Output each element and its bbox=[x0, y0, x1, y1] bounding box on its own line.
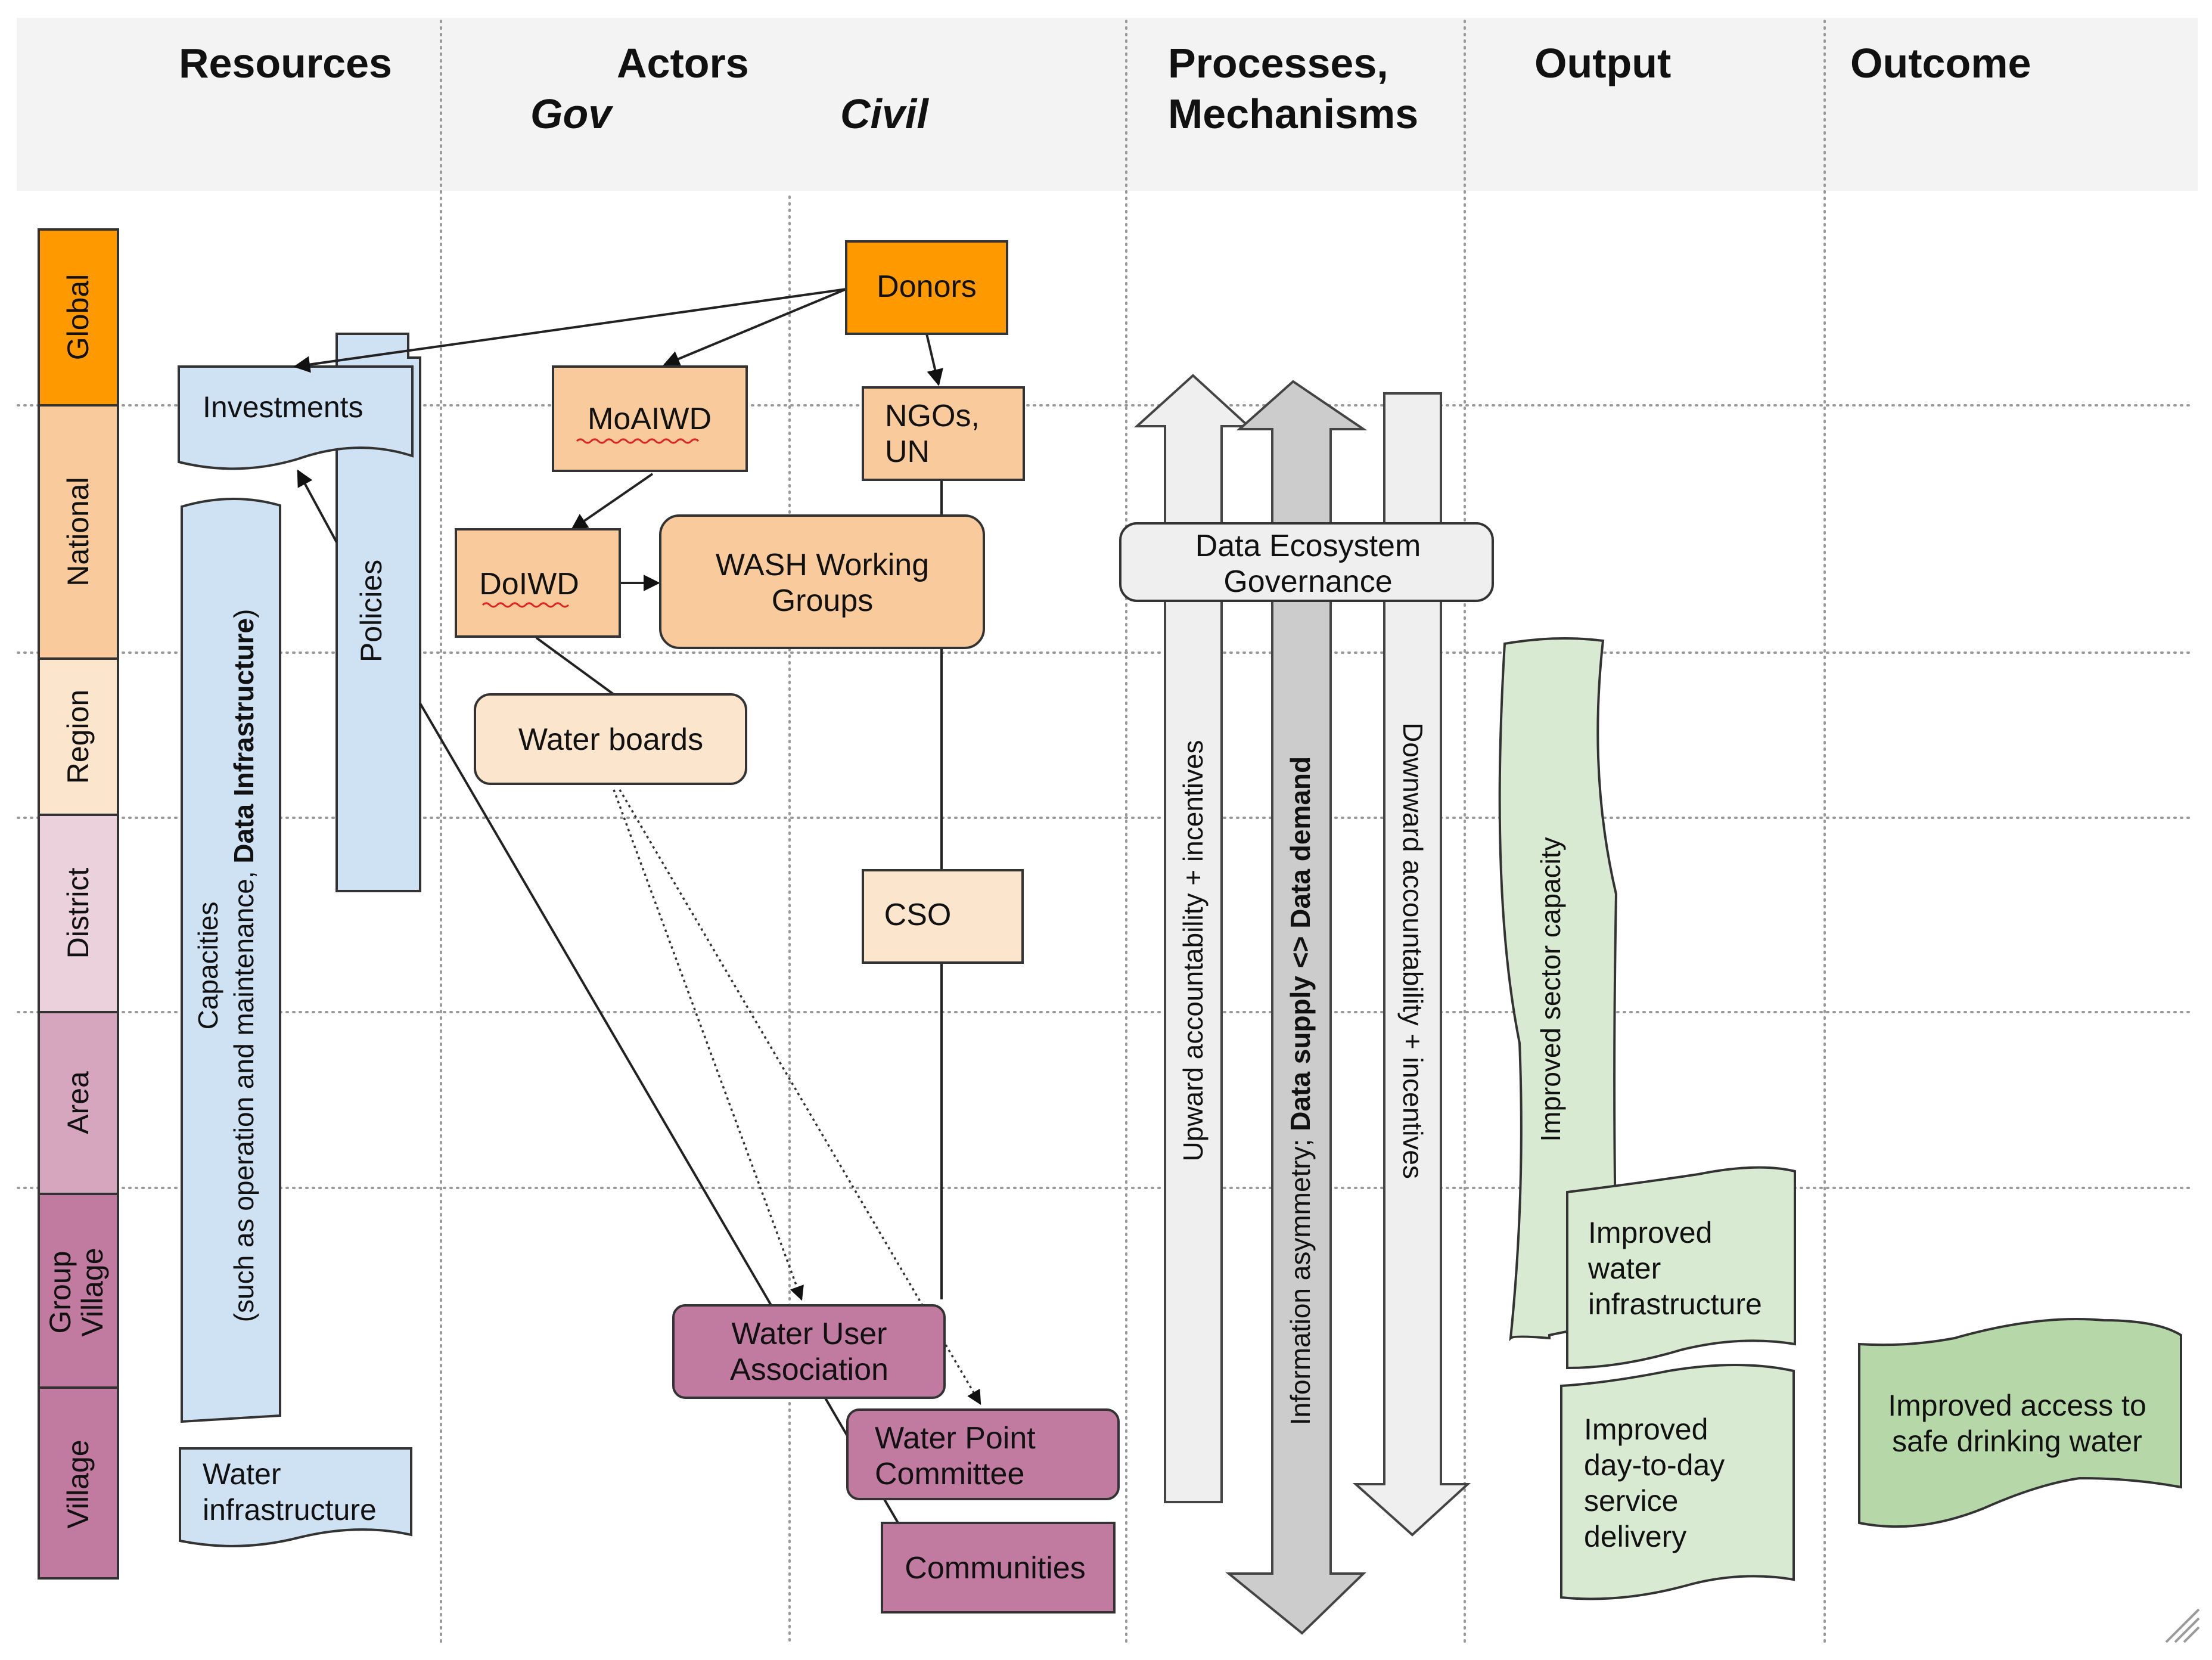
improved-access-shape bbox=[1858, 1318, 2182, 1528]
header-resources: Resources bbox=[179, 40, 392, 86]
level-village bbox=[38, 1386, 119, 1580]
ngos-un-box bbox=[862, 386, 1025, 481]
doiwd-label: DoIWD bbox=[479, 567, 579, 601]
data-ecosystem-governance-box bbox=[1119, 522, 1494, 602]
infra-label-line1: Improved bbox=[1588, 1216, 1712, 1249]
header-band bbox=[17, 18, 2198, 191]
header-gov: Gov bbox=[530, 91, 614, 137]
service-label-line4: delivery bbox=[1584, 1520, 1686, 1553]
level-village-label: Village bbox=[61, 1439, 95, 1528]
arrow-donors-moaiwd bbox=[663, 288, 847, 367]
service-label-line3: service bbox=[1584, 1484, 1678, 1518]
arrow-policies-investments bbox=[297, 469, 338, 543]
outcome-column: Improved access to safe drinking water bbox=[1858, 1318, 2182, 1528]
column-dividers bbox=[440, 20, 1826, 1646]
level-region bbox=[38, 657, 119, 816]
header-output: Output bbox=[1534, 40, 1671, 86]
improved-infrastructure-shape bbox=[1566, 1166, 1796, 1370]
access-label-line1: Improved access to bbox=[1888, 1389, 2146, 1422]
water-boards-box bbox=[474, 693, 747, 785]
service-label-line1: Improved bbox=[1584, 1413, 1708, 1446]
spellcheck-underline bbox=[481, 602, 570, 608]
policies-label: Policies bbox=[355, 560, 388, 662]
governance-label-line2: Governance bbox=[1223, 564, 1392, 599]
dotted-arrow-water-boards-wua bbox=[613, 789, 804, 1301]
wpc-label-line2: Committee bbox=[875, 1457, 1024, 1491]
line-doiwd-water-boards bbox=[535, 637, 615, 696]
resources-column: Policies Investments Capacities (such as… bbox=[178, 333, 421, 1547]
cso-box bbox=[862, 869, 1024, 964]
level-national bbox=[38, 404, 119, 660]
header-actors: Actors bbox=[617, 40, 749, 86]
wua-label-line1: Water User bbox=[732, 1317, 887, 1351]
water-infrastructure-label-line1: Water bbox=[203, 1457, 281, 1491]
header-outcome: Outcome bbox=[1850, 40, 2031, 86]
downward-label: Downward accountability + incentives bbox=[1397, 722, 1428, 1179]
header-civil: Civil bbox=[840, 91, 929, 137]
arrow-moaiwd-doiwd bbox=[570, 473, 654, 530]
service-label-line2: day-to-day bbox=[1584, 1448, 1725, 1482]
level-region-label: Region bbox=[61, 690, 95, 784]
upward-arrow bbox=[1133, 374, 1252, 1503]
communities-box bbox=[881, 1522, 1116, 1614]
wua-label-line2: Association bbox=[730, 1352, 888, 1387]
arrow-donors-ngos bbox=[925, 333, 943, 386]
infra-label-line3: infrastructure bbox=[1588, 1287, 1762, 1321]
water-boards-label: Water boards bbox=[518, 722, 703, 757]
bidirectional-arrow bbox=[1225, 380, 1368, 1635]
output-column: Improved sector capacity Improved water … bbox=[1498, 637, 1796, 1600]
actors-column: Donors MoAIWD NGOs, UN DoIWD WASH Workin… bbox=[455, 240, 1120, 1614]
water-point-committee-box bbox=[846, 1408, 1120, 1500]
capacities-shape bbox=[181, 498, 281, 1423]
level-group-village-label: Village bbox=[76, 1248, 109, 1336]
investments-label: Investments bbox=[203, 390, 364, 424]
line-policies-communities bbox=[419, 702, 901, 1527]
wash-working-groups-box bbox=[659, 514, 985, 649]
level-district bbox=[38, 814, 119, 1013]
spellcheck-underline bbox=[576, 438, 700, 444]
capacities-label-line2: (such as operation and maintenance, Data… bbox=[228, 609, 259, 1323]
processes-column: Upward accountability + incentives Infor… bbox=[1119, 374, 1494, 1635]
level-district-label: District bbox=[61, 868, 95, 959]
header-processes: Processes, bbox=[1168, 40, 1388, 86]
header-mechanisms: Mechanisms bbox=[1168, 91, 1418, 137]
donors-label: Donors bbox=[877, 269, 977, 304]
level-global-label: Global bbox=[61, 274, 95, 361]
wash-label-line2: Groups bbox=[772, 584, 874, 618]
ngos-label-line2: UN bbox=[885, 435, 930, 469]
capacities-label-line1: Capacities bbox=[192, 902, 223, 1030]
level-bar: Global National Region District Area Gro… bbox=[38, 228, 119, 1580]
level-area bbox=[38, 1011, 119, 1195]
policies-shape bbox=[335, 333, 421, 892]
wpc-label-line1: Water Point bbox=[875, 1421, 1036, 1456]
asymmetry-label: Information asymmetry; Data supply <> Da… bbox=[1285, 756, 1316, 1425]
water-infrastructure-label-line2: infrastructure bbox=[203, 1493, 377, 1526]
moaiwd-box bbox=[552, 365, 748, 472]
ngos-label-line1: NGOs, bbox=[885, 399, 980, 433]
water-user-association-box bbox=[672, 1304, 946, 1399]
infra-label-line2: water bbox=[1587, 1252, 1661, 1285]
cso-label: CSO bbox=[884, 898, 952, 932]
communities-label: Communities bbox=[905, 1551, 1085, 1585]
level-area-label: Area bbox=[61, 1071, 95, 1134]
level-group-label: Group bbox=[44, 1251, 77, 1334]
upward-label: Upward accountability + incentives bbox=[1178, 740, 1208, 1162]
governance-label-line1: Data Ecosystem bbox=[1195, 529, 1421, 563]
moaiwd-label: MoAIWD bbox=[588, 402, 712, 436]
level-national-label: National bbox=[61, 477, 95, 586]
arrow-donors-investments bbox=[293, 288, 847, 373]
doiwd-box bbox=[455, 528, 621, 638]
resize-grip-icon bbox=[2165, 1608, 2200, 1643]
donors-box bbox=[845, 240, 1008, 335]
water-infrastructure-shape bbox=[179, 1447, 412, 1547]
sector-capacity-label: Improved sector capacity bbox=[1535, 837, 1566, 1141]
wash-label-line1: WASH Working bbox=[716, 548, 929, 582]
access-label-line2: safe drinking water bbox=[1892, 1425, 2142, 1458]
investments-shape bbox=[178, 365, 414, 470]
level-group-village bbox=[38, 1193, 119, 1389]
improved-service-delivery-shape bbox=[1560, 1364, 1795, 1600]
